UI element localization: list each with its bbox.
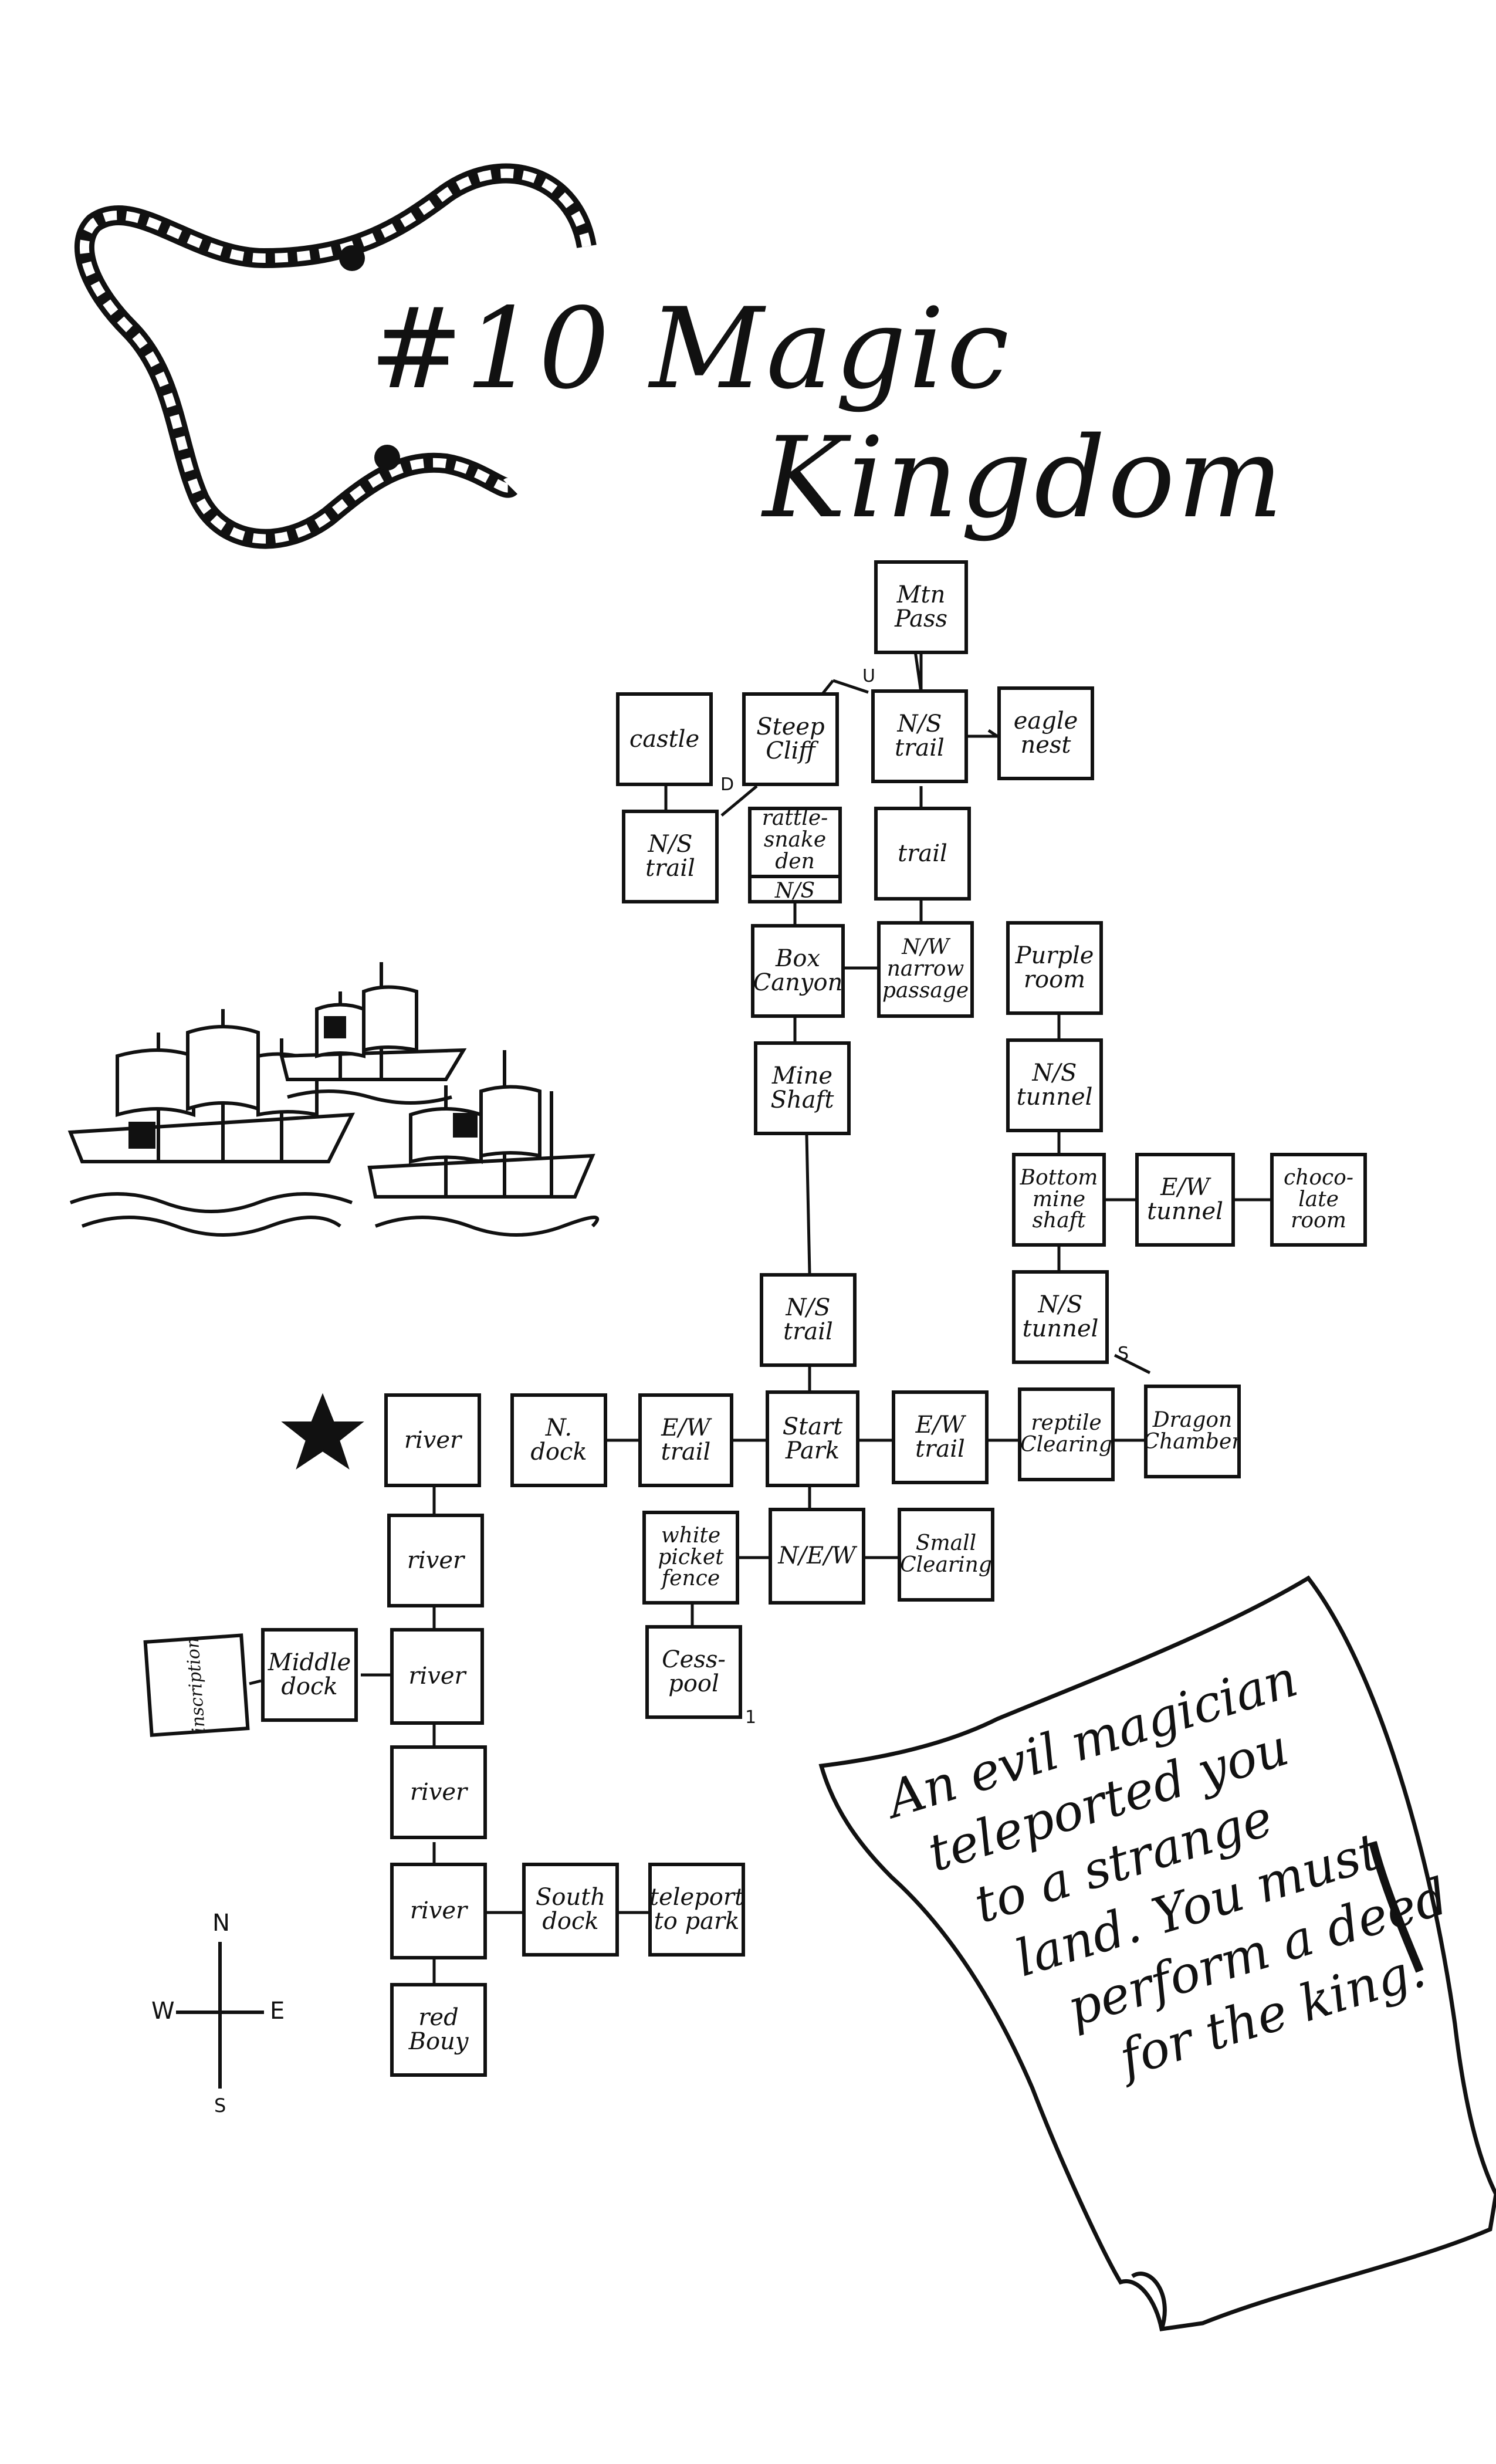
room-river-4[interactable]: river [390, 1745, 487, 1839]
star-icon [281, 1393, 364, 1470]
room-box-canyon[interactable]: Box Canyon [751, 924, 845, 1018]
map-title-line-1: #10 Magic [370, 284, 1011, 414]
room-inscription[interactable]: inscription [143, 1633, 250, 1737]
room-ns-trail-castle[interactable]: N/S trail [622, 810, 719, 903]
connection-label-down: D [720, 774, 735, 795]
room-steep-cliff[interactable]: Steep Cliff [742, 692, 839, 786]
sailing-ships-icon [67, 962, 600, 1237]
parchment-scroll-icon [818, 1575, 1496, 2331]
room-river-3[interactable]: river [390, 1628, 484, 1725]
room-n-dock[interactable]: N. dock [510, 1393, 607, 1487]
compass-rose-icon [176, 1942, 264, 2089]
room-dragon-chamber[interactable]: Dragon Chamber [1144, 1385, 1241, 1478]
room-red-buoy[interactable]: red Bouy [390, 1983, 487, 2077]
room-nw-narrow-passage[interactable]: N/W narrow passage [877, 921, 974, 1018]
room-cesspool[interactable]: Cess-pool [645, 1625, 742, 1719]
room-white-picket-fence[interactable]: white picket fence [642, 1511, 739, 1605]
room-ew-trail-west[interactable]: E/W trail [638, 1393, 733, 1487]
room-eagle-nest[interactable]: eagle nest [997, 686, 1094, 780]
compass-east-label: E [270, 1998, 285, 2025]
room-mtn-pass[interactable]: Mtn Pass [874, 560, 968, 654]
room-bottom-mine-shaft[interactable]: Bottom mine shaft [1012, 1153, 1106, 1247]
room-ns-trail-top[interactable]: N/S trail [871, 689, 968, 783]
compass-south-label: S [214, 2094, 226, 2117]
room-ns-trail-mid[interactable]: N/S trail [760, 1273, 857, 1367]
room-ns-tunnel-upper[interactable]: N/S tunnel [1006, 1038, 1103, 1132]
room-ew-trail-east[interactable]: E/W trail [892, 1390, 989, 1484]
room-river-2[interactable]: river [387, 1514, 484, 1607]
room-south-dock[interactable]: South dock [522, 1863, 619, 1957]
room-teleport-to-park[interactable]: teleport to park [648, 1863, 745, 1957]
room-middle-dock[interactable]: Middle dock [261, 1628, 358, 1722]
room-start-park[interactable]: Start Park [766, 1390, 859, 1487]
room-connectors [249, 651, 1270, 1983]
connection-label-s: S [1118, 1343, 1129, 1364]
chain-icon [75, 163, 597, 549]
room-river-1[interactable]: river [384, 1393, 481, 1487]
room-purple-room[interactable]: Purple room [1006, 921, 1103, 1015]
room-rattlesnake-den[interactable]: rattle-snake den N/S [748, 807, 842, 903]
room-n-e-w[interactable]: N/E/W [769, 1508, 865, 1605]
room-reptile-clearing[interactable]: reptile Clearing [1018, 1387, 1115, 1481]
room-castle[interactable]: castle [616, 692, 713, 786]
compass-north-label: N [212, 1910, 230, 1937]
room-chocolate-room[interactable]: choco-late room [1270, 1153, 1367, 1247]
connection-label-up: U [862, 666, 875, 686]
room-river-5[interactable]: river [390, 1863, 487, 1959]
room-ns-tunnel-lower[interactable]: N/S tunnel [1012, 1270, 1109, 1364]
connection-label-1: 1 [745, 1707, 757, 1728]
room-ew-tunnel[interactable]: E/W tunnel [1135, 1153, 1235, 1247]
room-small-clearing[interactable]: Small Clearing [898, 1508, 994, 1602]
map-title-line-2: Kingdom [763, 413, 1285, 543]
room-trail[interactable]: trail [874, 807, 971, 901]
room-mine-shaft[interactable]: Mine Shaft [754, 1041, 851, 1135]
compass-west-label: W [151, 1998, 175, 2025]
